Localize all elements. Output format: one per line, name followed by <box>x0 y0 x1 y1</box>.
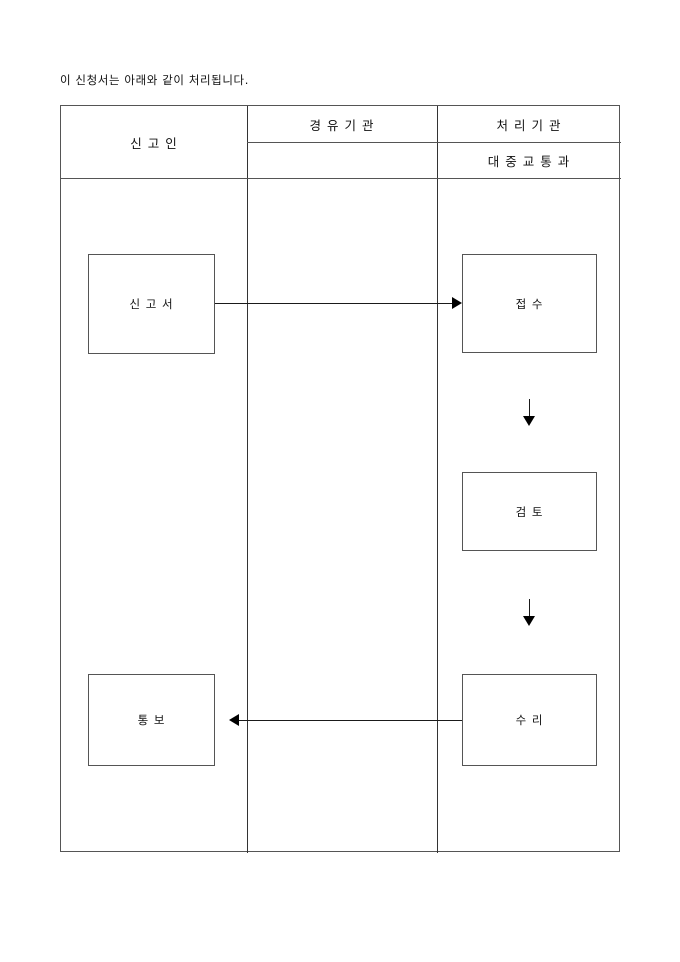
connector-receipt-to-review-line <box>529 399 530 418</box>
header-sub-divider <box>247 142 621 143</box>
header-cell-transit-agency: 경 유 기 관 <box>309 117 375 133</box>
flow-box-receipt: 접 수 <box>462 254 597 353</box>
connector-declaration-to-receipt-line <box>215 303 456 304</box>
flow-box-review: 검 토 <box>462 472 597 551</box>
arrow-right-icon-declaration-to-receipt <box>452 297 462 309</box>
arrow-down-icon-review-to-approval <box>523 616 535 626</box>
flow-box-declaration: 신 고 서 <box>88 254 215 354</box>
arrow-left-icon-approval-to-notice <box>229 714 239 726</box>
process-caption: 이 신청서는 아래와 같이 처리됩니다. <box>60 73 249 87</box>
header-row-divider <box>61 178 621 179</box>
column-divider-processing <box>437 106 438 853</box>
connector-review-to-approval-line <box>529 599 530 618</box>
column-divider-transit <box>247 106 248 853</box>
header-cell-processing-agency: 처 리 기 관 <box>496 117 562 133</box>
flow-box-approval: 수 리 <box>462 674 597 766</box>
arrow-down-icon-receipt-to-review <box>523 416 535 426</box>
header-cell-department: 대 중 교 통 과 <box>487 153 571 169</box>
process-flow-table: 신 고 인 경 유 기 관 처 리 기 관 대 중 교 통 과 신 고 서 접 … <box>60 105 621 853</box>
connector-approval-to-notice-line <box>239 720 462 721</box>
header-cell-declarant: 신 고 인 <box>130 135 178 151</box>
flow-box-notice: 통 보 <box>88 674 215 766</box>
